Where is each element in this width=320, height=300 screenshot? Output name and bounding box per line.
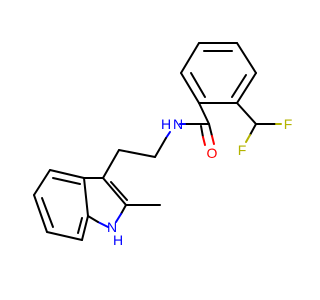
- benzene-ring-top: [180, 42, 257, 104]
- fluorine-atom-1: F: [284, 116, 293, 132]
- ethyl-linker: [102, 131, 171, 179]
- bond: [83, 177, 89, 217]
- hydrogen-atom-amide: H: [161, 116, 171, 132]
- bond: [49, 169, 85, 179]
- indole-benzene-ring: [33, 169, 89, 241]
- bond: [33, 169, 51, 196]
- double-bond-inner: [77, 217, 83, 234]
- molecule-diagram: F F O H N: [33, 42, 293, 248]
- bond: [87, 215, 99, 223]
- indole-pyrrole-ring: N H: [83, 177, 161, 248]
- nitrogen-atom-amide: N: [173, 116, 183, 132]
- structure-canvas: F F O H N: [33, 42, 293, 248]
- bond: [198, 102, 210, 125]
- bond: [115, 213, 122, 223]
- double-bond: [200, 125, 204, 138]
- bond: [154, 137, 167, 158]
- bond: [208, 123, 213, 137]
- bond: [180, 42, 200, 74]
- bond: [33, 194, 48, 233]
- bond: [236, 72, 257, 104]
- bond: [236, 102, 257, 125]
- double-bond-inner: [41, 197, 54, 228]
- difluoromethyl-group: F F: [236, 102, 293, 158]
- amide-group: O H N: [161, 102, 218, 161]
- bond: [245, 134, 251, 143]
- bond: [46, 231, 83, 241]
- oxygen-atom: O: [207, 145, 218, 161]
- double-bond-inner: [110, 181, 128, 201]
- bond: [102, 149, 120, 179]
- bond: [236, 42, 257, 74]
- bond: [81, 215, 89, 241]
- bond: [165, 131, 171, 139]
- double-bond: [202, 136, 206, 146]
- double-bond-inner: [231, 74, 247, 98]
- hydrogen-atom-indole: H: [113, 232, 123, 248]
- fluorine-atom-2: F: [238, 142, 247, 158]
- bond: [120, 204, 127, 215]
- bond: [118, 149, 156, 158]
- double-bond-inner: [190, 72, 206, 98]
- nitrogen-atom-indole: N: [107, 219, 117, 235]
- bond: [97, 221, 109, 228]
- bond: [211, 135, 215, 145]
- bond: [180, 72, 200, 104]
- bond: [249, 123, 257, 136]
- bond: [102, 177, 127, 206]
- double-bond-inner: [52, 177, 81, 185]
